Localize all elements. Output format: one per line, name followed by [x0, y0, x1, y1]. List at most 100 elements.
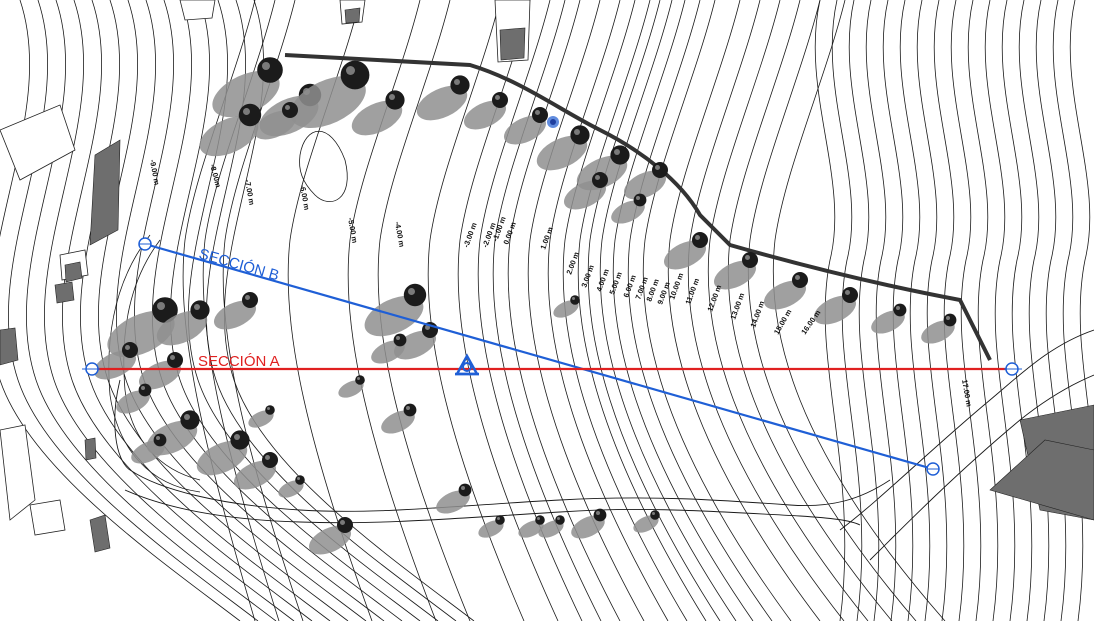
- tree-icon: [742, 252, 758, 268]
- contour-line: [707, 0, 869, 621]
- tree-shadow: [278, 480, 304, 498]
- tree-shadow: [633, 515, 659, 533]
- tree-icon: [450, 75, 470, 95]
- contour-elevation-label: -9.00 m: [148, 159, 161, 186]
- tree-highlight: [795, 275, 800, 280]
- tree-icon: [592, 172, 608, 188]
- tree-icon: [167, 352, 183, 368]
- contour-line: [814, 0, 846, 621]
- survey-point-icon[interactable]: [454, 353, 480, 376]
- tree-icon: [570, 125, 590, 145]
- tree-highlight: [557, 517, 560, 520]
- tree-highlight: [652, 512, 655, 515]
- contour-line: [80, 0, 331, 621]
- contour-line: [967, 0, 999, 621]
- contour-line: [116, 0, 367, 621]
- contour-line: [527, 0, 645, 621]
- tree-shadow: [763, 280, 807, 310]
- tree-highlight: [156, 436, 160, 440]
- tree-highlight: [340, 520, 345, 525]
- contour-line: [562, 0, 688, 621]
- tree-icon: [257, 57, 283, 83]
- tree-icon: [180, 410, 200, 430]
- tree-highlight: [574, 129, 580, 135]
- tree-highlight: [946, 316, 950, 320]
- tree-icon: [842, 287, 858, 303]
- tree-icon: [532, 107, 548, 123]
- tree-shadow: [536, 135, 588, 171]
- contour-line: [377, 0, 471, 621]
- section-b-label: SECCIÓN B: [197, 245, 281, 284]
- contour-elevation-label: -5.00 m: [346, 217, 359, 244]
- tree-icon: [337, 517, 353, 533]
- tree-icon: [650, 510, 660, 520]
- tree-icon: [535, 515, 545, 525]
- tree-highlight: [655, 165, 660, 170]
- contour-elevation-label: -6.00 m: [298, 184, 311, 211]
- tree-highlight: [267, 407, 270, 410]
- tree-icon: [495, 515, 505, 525]
- tree-shadow: [290, 75, 366, 129]
- tree-shadow: [611, 200, 645, 224]
- location-marker-icon[interactable]: [547, 116, 559, 128]
- tree-shadow: [463, 100, 507, 130]
- contour-line: [772, 0, 946, 621]
- contour-line: [44, 0, 295, 621]
- tree-highlight: [408, 288, 415, 295]
- tree-shadow: [93, 350, 137, 380]
- contour-line: [848, 0, 880, 621]
- tree-highlight: [425, 325, 430, 330]
- roads: [114, 329, 1094, 561]
- buildings: [0, 0, 1094, 553]
- contour-line: [123, 239, 201, 481]
- contour-elevation-label: 5.00 m: [607, 270, 624, 295]
- tree-shadow: [503, 115, 547, 145]
- tree-highlight: [234, 434, 240, 440]
- tree-icon: [593, 508, 607, 522]
- tree-highlight: [537, 517, 540, 520]
- tree-shadow: [116, 390, 150, 414]
- tree-icon: [555, 515, 565, 525]
- contour-line: [865, 0, 897, 621]
- tree-shadow: [713, 260, 757, 290]
- tree-icon: [393, 333, 407, 347]
- tree-icon: [943, 313, 957, 327]
- contour-line: [0, 0, 241, 621]
- tree-icon: [385, 90, 405, 110]
- tree-highlight: [357, 377, 360, 380]
- contour-line: [727, 0, 893, 621]
- contour-elevation-label: -4.00 m: [393, 221, 406, 248]
- tree-icon: [570, 295, 580, 305]
- tree-shadow: [478, 520, 504, 538]
- tree-icon: [138, 383, 152, 397]
- tree-highlight: [297, 477, 300, 480]
- contour-line: [547, 0, 669, 621]
- contour-line: [1001, 0, 1033, 621]
- tree-shadow: [538, 520, 564, 538]
- contour-elevation-label: -8.00m: [208, 163, 223, 189]
- contour-elevation-label: 15.00 m: [772, 307, 794, 336]
- tree-icon: [633, 193, 647, 207]
- park-boundary-wall: [284, 53, 992, 361]
- tree-shadow: [371, 340, 405, 364]
- tree-highlight: [389, 94, 395, 100]
- tree-highlight: [614, 149, 620, 155]
- contour-line: [831, 0, 863, 621]
- tree-icon: [355, 375, 365, 385]
- contour-elevation-label: -3.00 m: [461, 221, 478, 249]
- section-b-end-marker[interactable]: [926, 462, 940, 476]
- contour-line: [98, 0, 349, 621]
- section-a-start-marker[interactable]: [82, 362, 100, 376]
- tree-icon: [692, 232, 708, 248]
- tree-highlight: [346, 66, 355, 75]
- contour-line: [577, 0, 707, 621]
- tree-highlight: [157, 302, 165, 310]
- tree-shadow: [212, 70, 280, 118]
- section-a-end-marker[interactable]: [1004, 362, 1022, 376]
- tree-highlight: [406, 406, 410, 410]
- section-b-start-marker[interactable]: [138, 237, 152, 251]
- section-a-label: SECCIÓN A: [198, 353, 280, 370]
- tree-icon: [893, 303, 907, 317]
- tree-shadow: [351, 100, 403, 136]
